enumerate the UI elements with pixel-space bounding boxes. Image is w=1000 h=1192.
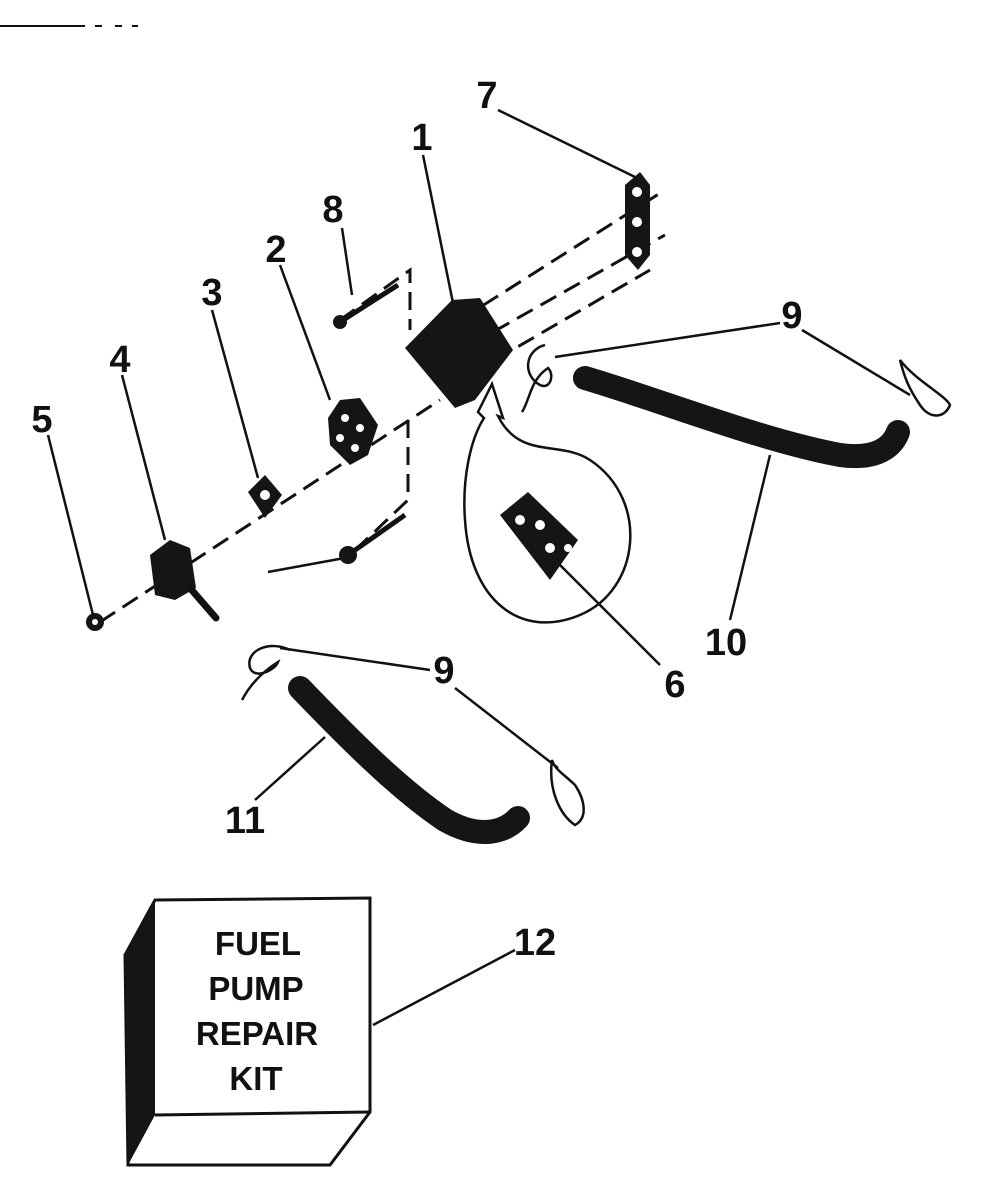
small-gasket xyxy=(248,475,282,518)
callout-12: 12 xyxy=(514,922,556,964)
leader-lines xyxy=(46,108,911,1027)
callout-9-lower: 9 xyxy=(433,650,454,692)
callout-9-upper: 9 xyxy=(781,295,802,337)
hose-clamp-lower-left xyxy=(240,644,291,701)
kit-label-line1: FUEL xyxy=(215,925,301,962)
kit-label-line3: REPAIR xyxy=(196,1015,318,1052)
callout-labels: 1 2 3 4 5 6 7 8 9 9 10 11 12 xyxy=(31,75,802,964)
kit-label-line2: PUMP xyxy=(208,970,303,1007)
check-valve-insert xyxy=(500,492,578,580)
callout-7: 7 xyxy=(476,75,497,117)
fuel-hose-lower xyxy=(288,676,530,844)
gasket-plate xyxy=(625,172,650,270)
fuel-pump-body xyxy=(405,298,513,408)
callout-11: 11 xyxy=(225,800,265,842)
repair-kit-box: FUEL PUMP REPAIR KIT xyxy=(123,896,372,1167)
callout-2: 2 xyxy=(265,229,286,271)
callout-4: 4 xyxy=(109,339,130,381)
kit-label-line4: KIT xyxy=(229,1060,282,1097)
fuel-hose-upper xyxy=(573,366,910,469)
callout-6: 6 xyxy=(664,664,685,706)
nut xyxy=(86,613,104,631)
callout-5: 5 xyxy=(31,399,52,441)
callout-1: 1 xyxy=(411,117,432,159)
pump-cover xyxy=(150,540,220,622)
callout-3: 3 xyxy=(201,272,222,314)
hose-clamp-upper-right xyxy=(898,359,952,417)
detail-callout xyxy=(463,380,632,624)
hose-clamp-lower-right xyxy=(549,759,585,827)
callout-10: 10 xyxy=(705,622,747,664)
screw-lower xyxy=(339,512,407,564)
hose-clamp-upper-left xyxy=(520,343,553,413)
callout-8: 8 xyxy=(322,189,343,231)
diaphragm xyxy=(328,398,378,465)
screw-upper xyxy=(333,282,400,329)
